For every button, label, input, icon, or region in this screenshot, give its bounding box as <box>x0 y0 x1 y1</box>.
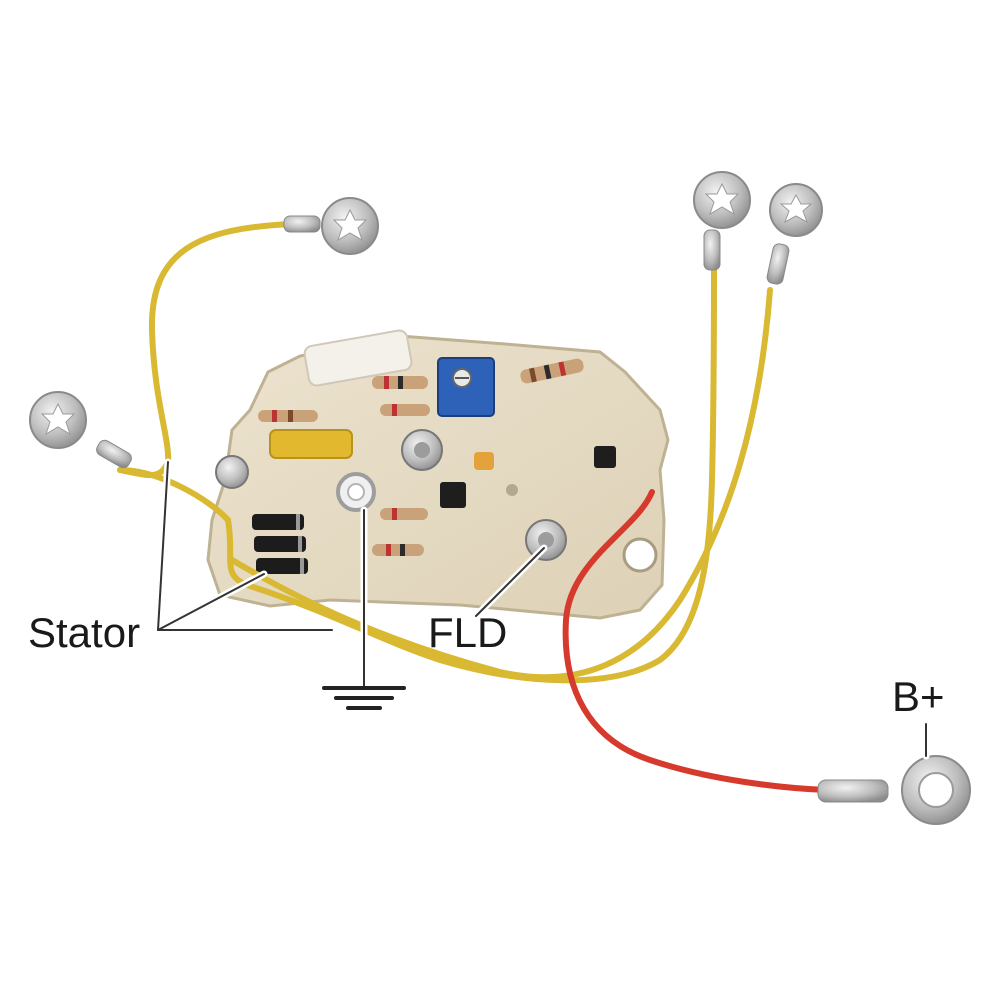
ring-terminal-icon <box>817 755 971 825</box>
stator-label: Stator <box>28 609 141 656</box>
capacitor <box>269 429 353 459</box>
fld-label: FLD <box>428 609 508 656</box>
ceramic-resistor <box>303 329 413 387</box>
screw-terminal <box>215 455 249 489</box>
star-lug-terminal-icon <box>29 391 132 469</box>
small-capacitor <box>474 452 494 470</box>
star-lug-terminal-icon <box>283 197 379 255</box>
diode-stack <box>252 514 308 574</box>
trimmer-potentiometer <box>437 357 495 417</box>
yellow-wires <box>117 221 773 684</box>
star-lug-terminal-icon <box>693 171 751 271</box>
ground-symbol-icon <box>322 686 406 710</box>
transistor <box>440 482 466 508</box>
transistor <box>594 446 616 468</box>
star-lug-terminal-icon <box>766 183 823 285</box>
resistor-group <box>258 358 584 556</box>
b-plus-label: B+ <box>892 673 945 720</box>
circuit-board <box>206 329 670 620</box>
red-wire <box>562 489 829 793</box>
